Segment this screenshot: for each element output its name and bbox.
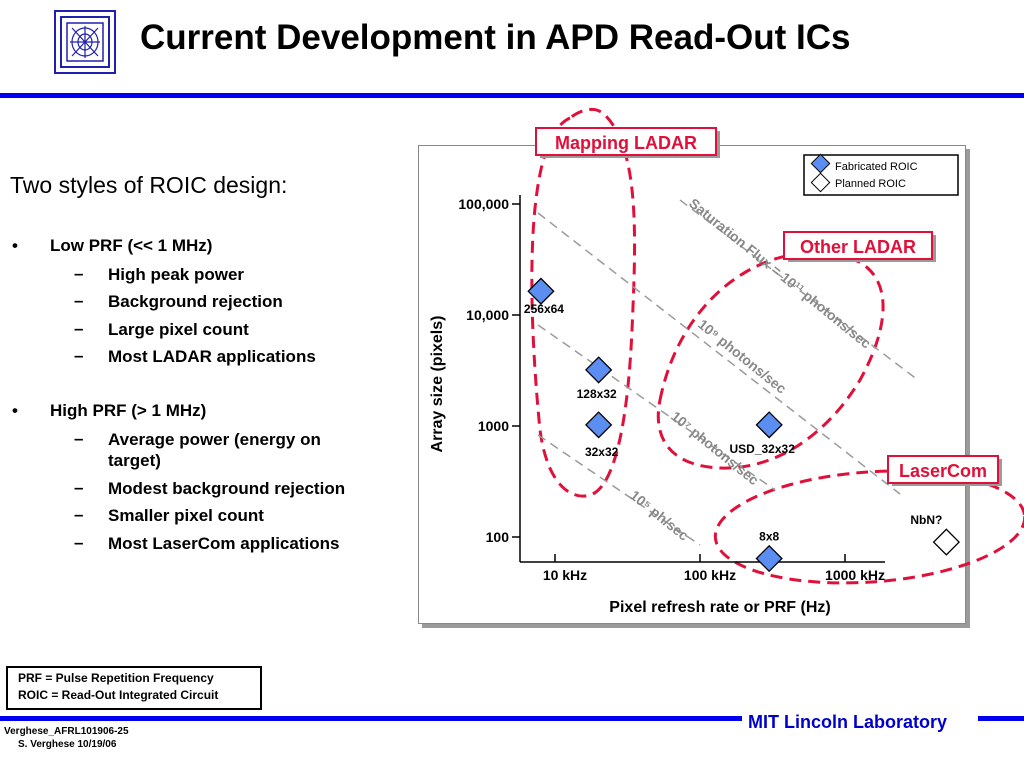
dash-marker: – [74, 533, 84, 552]
legend-marker-fabricated [810, 153, 831, 174]
footnote-line: ROIC = Read-Out Integrated Circuit [18, 688, 219, 702]
region-other-ladar [656, 251, 885, 470]
bullet-high-prf: High PRF (> 1 MHz) [50, 401, 207, 420]
title-divider [0, 93, 1024, 98]
lab-name: MIT Lincoln Laboratory [748, 712, 948, 732]
document-id: Verghese_AFRL101906-25 [4, 726, 129, 737]
region-tag-lasercom: LaserCom [887, 455, 1002, 486]
data-point-256x64 [527, 277, 555, 305]
data-label: NbN? [910, 513, 942, 527]
dash-marker: – [74, 346, 84, 365]
region-tag-mapping-ladar: Mapping LADAR [535, 127, 720, 158]
y-tick-label: 10,000 [466, 307, 509, 323]
flux-label-1e9: 10⁹ photons/sec [695, 316, 790, 397]
bullet-marker: • [12, 236, 18, 255]
footnote-box: PRF = Pulse Repetition Frequency ROIC = … [6, 666, 262, 710]
text-panel-heading: Two styles of ROIC design: [10, 172, 288, 198]
data-point-usd-32x32 [755, 411, 783, 439]
chart-legend: Fabricated ROIC Planned ROIC [803, 153, 959, 196]
dash-marker: – [74, 429, 84, 448]
footer-divider [978, 716, 1024, 721]
data-label: 32x32 [585, 445, 619, 459]
flux-line [679, 199, 919, 381]
footnote-line: PRF = Pulse Repetition Frequency [18, 671, 214, 685]
sub-item: Modest background rejection [108, 479, 346, 498]
y-tick-label: 100,000 [458, 196, 509, 212]
bullet-marker: • [12, 401, 18, 420]
mit-ll-logo [54, 10, 116, 74]
legend-label-fabricated: Fabricated ROIC [835, 161, 918, 173]
legend-marker-planned [810, 172, 831, 193]
dash-marker: – [74, 291, 84, 310]
dash-marker: – [74, 505, 84, 524]
sub-item: Most LADAR applications [108, 347, 316, 366]
region-label: LaserCom [899, 461, 987, 481]
region-mapping-ladar [530, 107, 637, 498]
sub-item: Smaller pixel count [108, 506, 264, 525]
data-label: USD_32x32 [729, 442, 795, 456]
region-lasercom [713, 469, 1024, 585]
x-tick-label: 10 kHz [543, 567, 587, 583]
flux-label-1e5: 10⁵ ph/sec [627, 487, 692, 544]
sub-item: Large pixel count [108, 320, 249, 339]
sub-item: High peak power [108, 265, 245, 284]
y-axis-label: Array size (pixels) [429, 316, 446, 453]
sub-item: Most LaserCom applications [108, 534, 340, 553]
x-tick-label: 100 kHz [684, 567, 736, 583]
page-title: Current Development in APD Read-Out ICs [140, 18, 851, 57]
dash-marker: – [74, 478, 84, 497]
x-tick-label: 1000 kHz [825, 567, 885, 583]
data-point-nbn- [932, 528, 960, 556]
y-tick-label: 100 [486, 529, 510, 545]
dash-marker: – [74, 319, 84, 338]
x-axis-label: Pixel refresh rate or PRF (Hz) [609, 599, 830, 616]
data-point-32x32 [585, 411, 613, 439]
flux-line [537, 324, 776, 491]
dash-marker: – [74, 264, 84, 283]
footer-divider [0, 716, 742, 721]
region-label: Mapping LADAR [555, 133, 697, 153]
data-label: 8x8 [759, 530, 779, 544]
y-tick-label: 1000 [478, 418, 509, 434]
bullet-low-prf: Low PRF (<< 1 MHz) [50, 236, 213, 255]
data-point-128x32 [585, 356, 613, 384]
data-label: 256x64 [524, 302, 564, 316]
chart-frame [418, 145, 966, 624]
data-label: 128x32 [577, 387, 617, 401]
flux-line [537, 212, 901, 495]
region-label: Other LADAR [800, 237, 916, 257]
author-date: S. Verghese 10/19/06 [18, 739, 117, 750]
data-point-8x8 [755, 544, 783, 573]
sub-item: Background rejection [108, 292, 283, 311]
flux-line [537, 434, 701, 546]
sub-item: Average power (energy on target) [108, 430, 321, 470]
region-tag-other-ladar: Other LADAR [783, 231, 936, 262]
legend-label-planned: Planned ROIC [835, 178, 906, 190]
